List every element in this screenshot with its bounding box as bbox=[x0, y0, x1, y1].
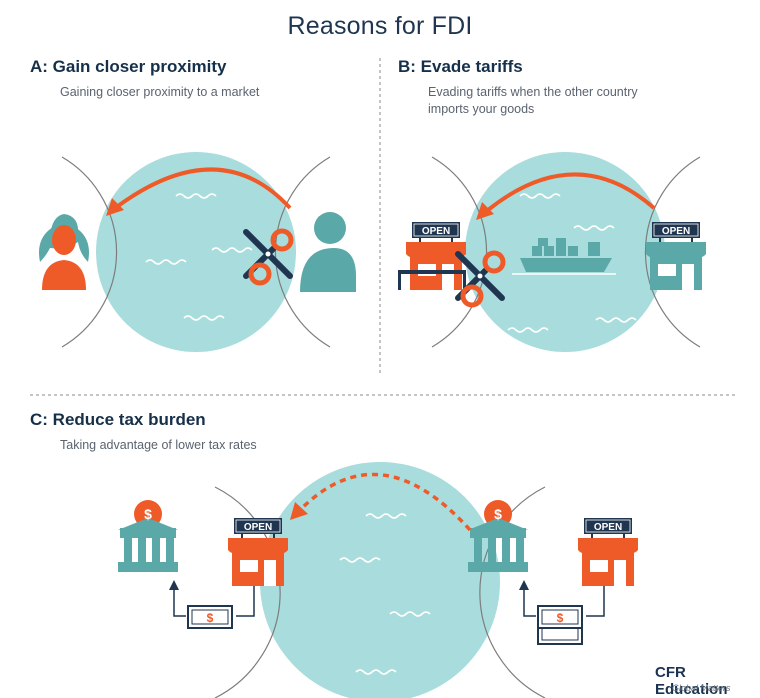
section-a-title: A: Gain closer proximity bbox=[30, 57, 227, 76]
panel-c-water bbox=[260, 462, 500, 698]
panel-c-right-land-edge bbox=[479, 486, 546, 698]
panel-c-foreign-flow-line bbox=[586, 586, 605, 617]
section-b-title: B: Evade tariffs bbox=[398, 57, 523, 76]
panel-a-arrowhead bbox=[106, 198, 124, 216]
panel-c-foreign-store-sign: OPEN bbox=[594, 522, 622, 533]
section-b-description: Evading tariffs when the other country i… bbox=[428, 84, 638, 118]
panel-c-home-store-icon: OPEN bbox=[227, 517, 289, 587]
panel-c-illustration: $ OPEN $ $ OPEN $ bbox=[118, 462, 639, 698]
panel-b-local-store-icon: OPEN bbox=[405, 221, 467, 291]
panel-c-foreign-flow-arrowhead bbox=[519, 580, 529, 590]
cfr-education-logo: CFR Education bbox=[655, 664, 728, 698]
panel-a-right-land-edge bbox=[274, 156, 331, 348]
panel-b-local-store-sign: OPEN bbox=[422, 226, 450, 237]
panel-c-transfer-arrowhead bbox=[290, 502, 308, 520]
section-c-description: Taking advantage of lower tax rates bbox=[60, 438, 257, 452]
logo-tagline: Global Matters bbox=[672, 683, 731, 693]
panel-c-home-bank-dollar: $ bbox=[144, 506, 152, 522]
cargo-ship-icon bbox=[512, 238, 616, 275]
panel-c-home-store-sign: OPEN bbox=[244, 522, 272, 533]
panel-b-arrowhead bbox=[476, 202, 494, 220]
panel-c-foreign-bank-dollar: $ bbox=[494, 506, 502, 522]
panel-a-illustration bbox=[39, 152, 356, 352]
section-b-description-line-1: Evading tariffs when the other country bbox=[428, 85, 638, 99]
panel-c-home-flow-arrow bbox=[173, 586, 186, 617]
panel-c-foreign-store-icon: OPEN bbox=[577, 517, 639, 587]
panel-b-foreign-store-sign: OPEN bbox=[662, 226, 690, 237]
panel-b-right-land-edge bbox=[644, 156, 701, 348]
panel-c-home-flow-line bbox=[236, 586, 255, 617]
panel-c-foreign-bank-icon: $ bbox=[468, 500, 528, 572]
panel-c-home-bill-dollar: $ bbox=[207, 611, 214, 625]
panel-b-foreign-store-icon: OPEN bbox=[645, 221, 707, 291]
panel-c-foreign-flow-arrow bbox=[523, 586, 536, 617]
panel-b-illustration: OPEN OPEN bbox=[398, 152, 707, 352]
section-b-description-line-2: imports your goods bbox=[428, 102, 535, 116]
panel-a-arrow bbox=[116, 167, 292, 210]
panel-b-left-land-edge bbox=[431, 156, 488, 348]
page-title: Reasons for FDI bbox=[287, 12, 473, 40]
panel-c-home-flow-arrowhead bbox=[169, 580, 179, 590]
panel-a-left-land-edge bbox=[61, 156, 118, 348]
panel-c-left-land-edge bbox=[214, 486, 281, 698]
panel-c-home-bank-icon: $ bbox=[118, 500, 178, 572]
producer-person-icon bbox=[300, 212, 356, 292]
panel-b-arrow bbox=[486, 172, 656, 212]
section-a-description: Gaining closer proximity to a market bbox=[60, 85, 260, 99]
section-c-title: C: Reduce tax burden bbox=[30, 410, 206, 429]
tariff-barrier-icon bbox=[398, 270, 466, 290]
panel-a-water bbox=[96, 152, 296, 352]
panel-c-foreign-bill-stack-icon: $ bbox=[537, 605, 583, 645]
panel-c-home-bill-icon: $ bbox=[187, 605, 233, 629]
woman-consumer-icon bbox=[39, 214, 89, 290]
panel-c-foreign-bill-dollar: $ bbox=[557, 611, 564, 625]
